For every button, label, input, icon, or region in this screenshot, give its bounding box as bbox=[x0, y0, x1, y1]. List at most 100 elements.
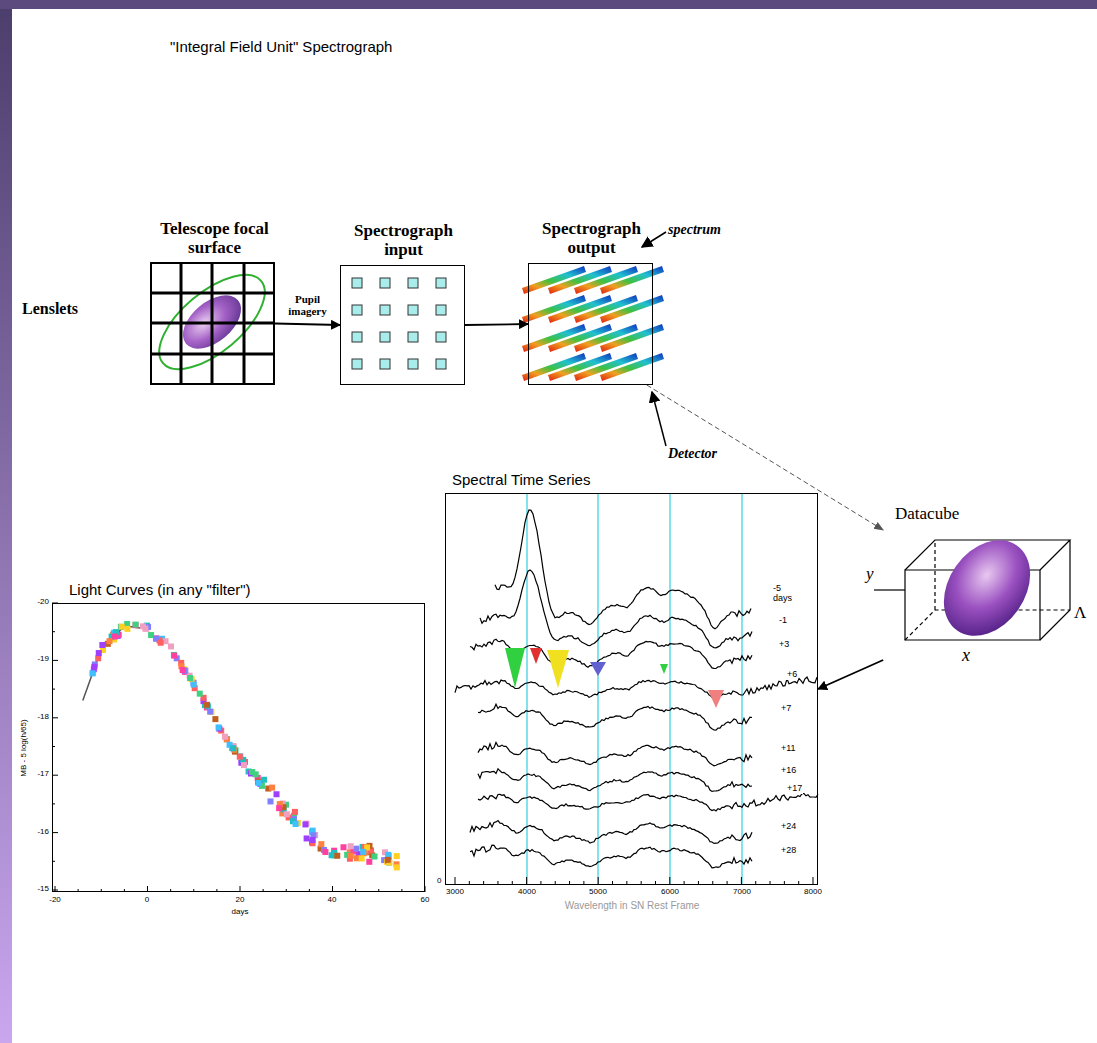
datacube: Datacube bbox=[855, 530, 1090, 660]
data-point bbox=[158, 640, 164, 646]
tick-label: 20 bbox=[236, 896, 245, 905]
pupil-square bbox=[408, 278, 418, 288]
tick-label: 0 bbox=[145, 896, 149, 905]
spectrograph-input: Spectrograph input bbox=[340, 265, 465, 385]
data-point bbox=[216, 724, 222, 730]
diagram-title: "Integral Field Unit" Spectrograph bbox=[170, 38, 392, 55]
data-point bbox=[302, 821, 308, 827]
epoch-label: +28 bbox=[780, 846, 797, 856]
data-point bbox=[276, 805, 282, 811]
data-point bbox=[255, 780, 261, 786]
data-point bbox=[212, 716, 218, 722]
drawn-stroke bbox=[669, 877, 670, 885]
tick-label: 5000 bbox=[589, 888, 607, 897]
pupil-square bbox=[408, 359, 418, 369]
pupil-square bbox=[436, 305, 446, 315]
data-point bbox=[318, 841, 324, 847]
node-heading: Light Curves (in any "filter") bbox=[69, 581, 251, 598]
part-label: spectrum bbox=[668, 222, 721, 237]
data-point bbox=[90, 670, 96, 676]
data-point bbox=[274, 791, 280, 797]
drawn-stroke bbox=[455, 877, 456, 885]
data-point bbox=[171, 652, 177, 658]
data-point bbox=[284, 811, 290, 817]
pupil-square bbox=[408, 305, 418, 315]
epoch-label: +3 bbox=[778, 640, 790, 650]
epoch-label: +24 bbox=[780, 822, 797, 832]
leader-line bbox=[642, 232, 666, 247]
pupil-square bbox=[436, 359, 446, 369]
epoch-label: -5 days bbox=[772, 584, 798, 604]
spectrum-band bbox=[600, 266, 664, 294]
node-heading: Spectrograph input bbox=[348, 221, 460, 260]
data-point bbox=[360, 849, 366, 855]
axis-label: x bbox=[962, 646, 970, 666]
data-point bbox=[322, 849, 328, 855]
data-point bbox=[394, 853, 400, 859]
drawn-stroke bbox=[598, 877, 599, 885]
data-point bbox=[334, 853, 340, 859]
data-point bbox=[394, 864, 400, 870]
data-point bbox=[249, 769, 255, 775]
data-point bbox=[267, 798, 273, 804]
data-point bbox=[95, 655, 101, 661]
axis-label: Λ bbox=[1074, 604, 1086, 623]
data-point bbox=[180, 667, 186, 673]
spectrum-line bbox=[470, 821, 752, 844]
node-heading: Datacube bbox=[895, 504, 959, 524]
spectrum-line bbox=[470, 845, 752, 868]
data-point bbox=[90, 670, 96, 676]
data-point bbox=[385, 857, 391, 863]
tick-label: -18 bbox=[37, 713, 49, 722]
data-point bbox=[310, 837, 316, 843]
cyan-markers bbox=[527, 494, 742, 884]
tick-label: -20 bbox=[37, 598, 49, 607]
detector-frame: Spectrograph output bbox=[528, 263, 653, 385]
spectrum-line bbox=[495, 510, 751, 629]
spectrum-band bbox=[600, 324, 664, 352]
focal-image bbox=[150, 262, 275, 385]
pupil-square bbox=[352, 278, 362, 288]
tick-label: 0 bbox=[437, 877, 441, 886]
data-point bbox=[304, 835, 310, 841]
spectrum-line bbox=[478, 769, 752, 792]
data-point bbox=[348, 853, 354, 859]
tick-label: -15 bbox=[37, 885, 49, 894]
flow-arrow bbox=[275, 324, 340, 326]
flow-arrow bbox=[647, 385, 883, 530]
data-point bbox=[171, 653, 177, 659]
data-point bbox=[197, 691, 203, 697]
data-point bbox=[293, 821, 299, 827]
edge-label: Pupil imagery bbox=[282, 294, 334, 317]
data-point bbox=[222, 734, 228, 740]
pupil-square bbox=[436, 332, 446, 342]
data-point bbox=[230, 745, 236, 751]
feature-marks bbox=[505, 648, 724, 708]
data-point bbox=[191, 682, 197, 688]
tick-label: -17 bbox=[37, 770, 49, 779]
node-heading: Spectral Time Series bbox=[452, 471, 590, 488]
axis-title: days bbox=[232, 908, 249, 917]
data-point bbox=[269, 785, 275, 791]
spectrum-band bbox=[600, 353, 664, 381]
light-curve-panel: Light Curves (in any "filter") bbox=[52, 603, 425, 892]
flow-arrow bbox=[818, 660, 883, 689]
axis-title: MB - 5 log(h/65) bbox=[20, 719, 29, 776]
pupil-square bbox=[380, 332, 390, 342]
light-curve bbox=[83, 626, 148, 701]
data-point bbox=[99, 642, 105, 648]
data-point bbox=[187, 675, 193, 681]
pupil-square bbox=[380, 359, 390, 369]
tick-label: -16 bbox=[37, 828, 49, 837]
epoch-label: +11 bbox=[780, 744, 797, 754]
spectrum-line bbox=[478, 743, 752, 766]
tick-label: 7000 bbox=[733, 888, 751, 897]
drawn-stroke bbox=[813, 877, 814, 885]
pupil-square bbox=[436, 278, 446, 288]
data-point bbox=[142, 626, 148, 632]
part-label: Detector bbox=[668, 446, 717, 461]
spectrum-line bbox=[455, 677, 817, 699]
top-bar bbox=[0, 0, 1097, 9]
data-point bbox=[348, 843, 354, 849]
epoch-label: +17 bbox=[786, 784, 803, 794]
